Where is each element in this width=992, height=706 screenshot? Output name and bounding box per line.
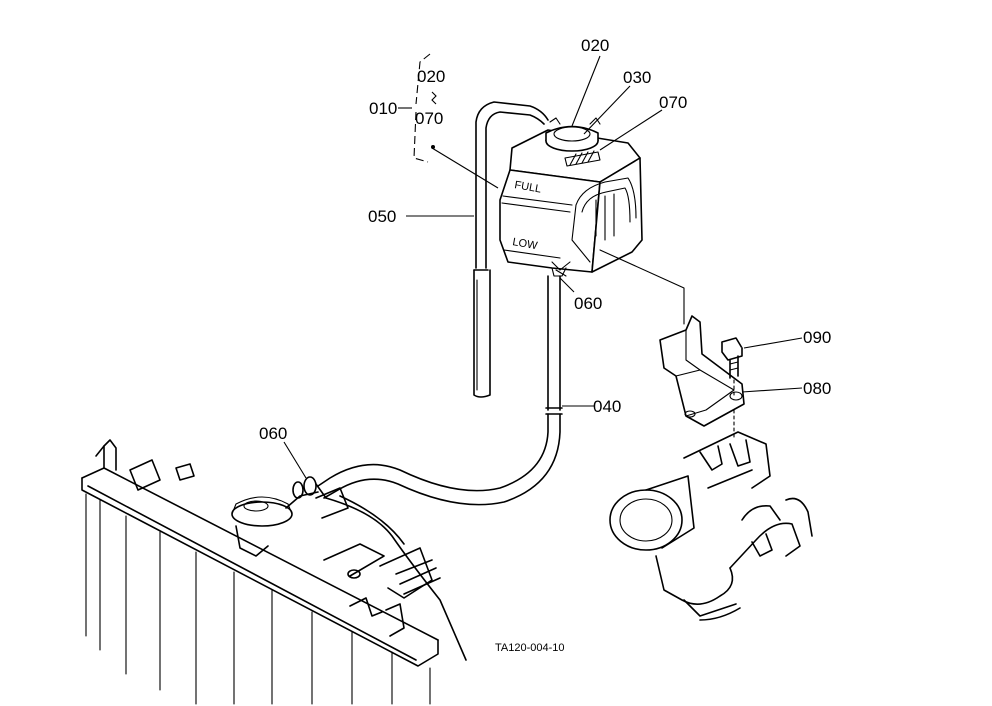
- callout-080: 080: [803, 379, 831, 398]
- engine-housing: [609, 431, 813, 621]
- tank-low-label: LOW: [511, 236, 538, 252]
- callout-090: 090: [803, 328, 831, 347]
- callout-040: 040: [593, 397, 621, 416]
- reserve-tank: [499, 117, 643, 277]
- callout-020: 020: [581, 36, 609, 55]
- bracket-080: [599, 249, 745, 427]
- radiator: [81, 439, 467, 705]
- callout-030: 030: [623, 68, 651, 87]
- callout-060-tank: 060: [574, 294, 602, 313]
- callout-050: 050: [368, 207, 396, 226]
- tank-full-label: FULL: [513, 179, 542, 195]
- leader-dot: [431, 145, 435, 149]
- leader-lines: [283, 53, 803, 479]
- hose-040: [315, 275, 563, 506]
- callout-070-group: 070: [415, 109, 443, 128]
- hose-clamp-060-tank: [551, 261, 571, 277]
- callout-labels: 020 030 070 010 020 070 050 060 090 080 …: [259, 36, 831, 443]
- callout-020-group: 020: [417, 67, 445, 86]
- callout-060-radiator: 060: [259, 424, 287, 443]
- bolt-090: [721, 337, 743, 441]
- callout-070: 070: [659, 93, 687, 112]
- figure-id: TA120-004-10: [495, 642, 565, 654]
- callout-010: 010: [369, 99, 397, 118]
- overflow-hose-050: [473, 101, 549, 398]
